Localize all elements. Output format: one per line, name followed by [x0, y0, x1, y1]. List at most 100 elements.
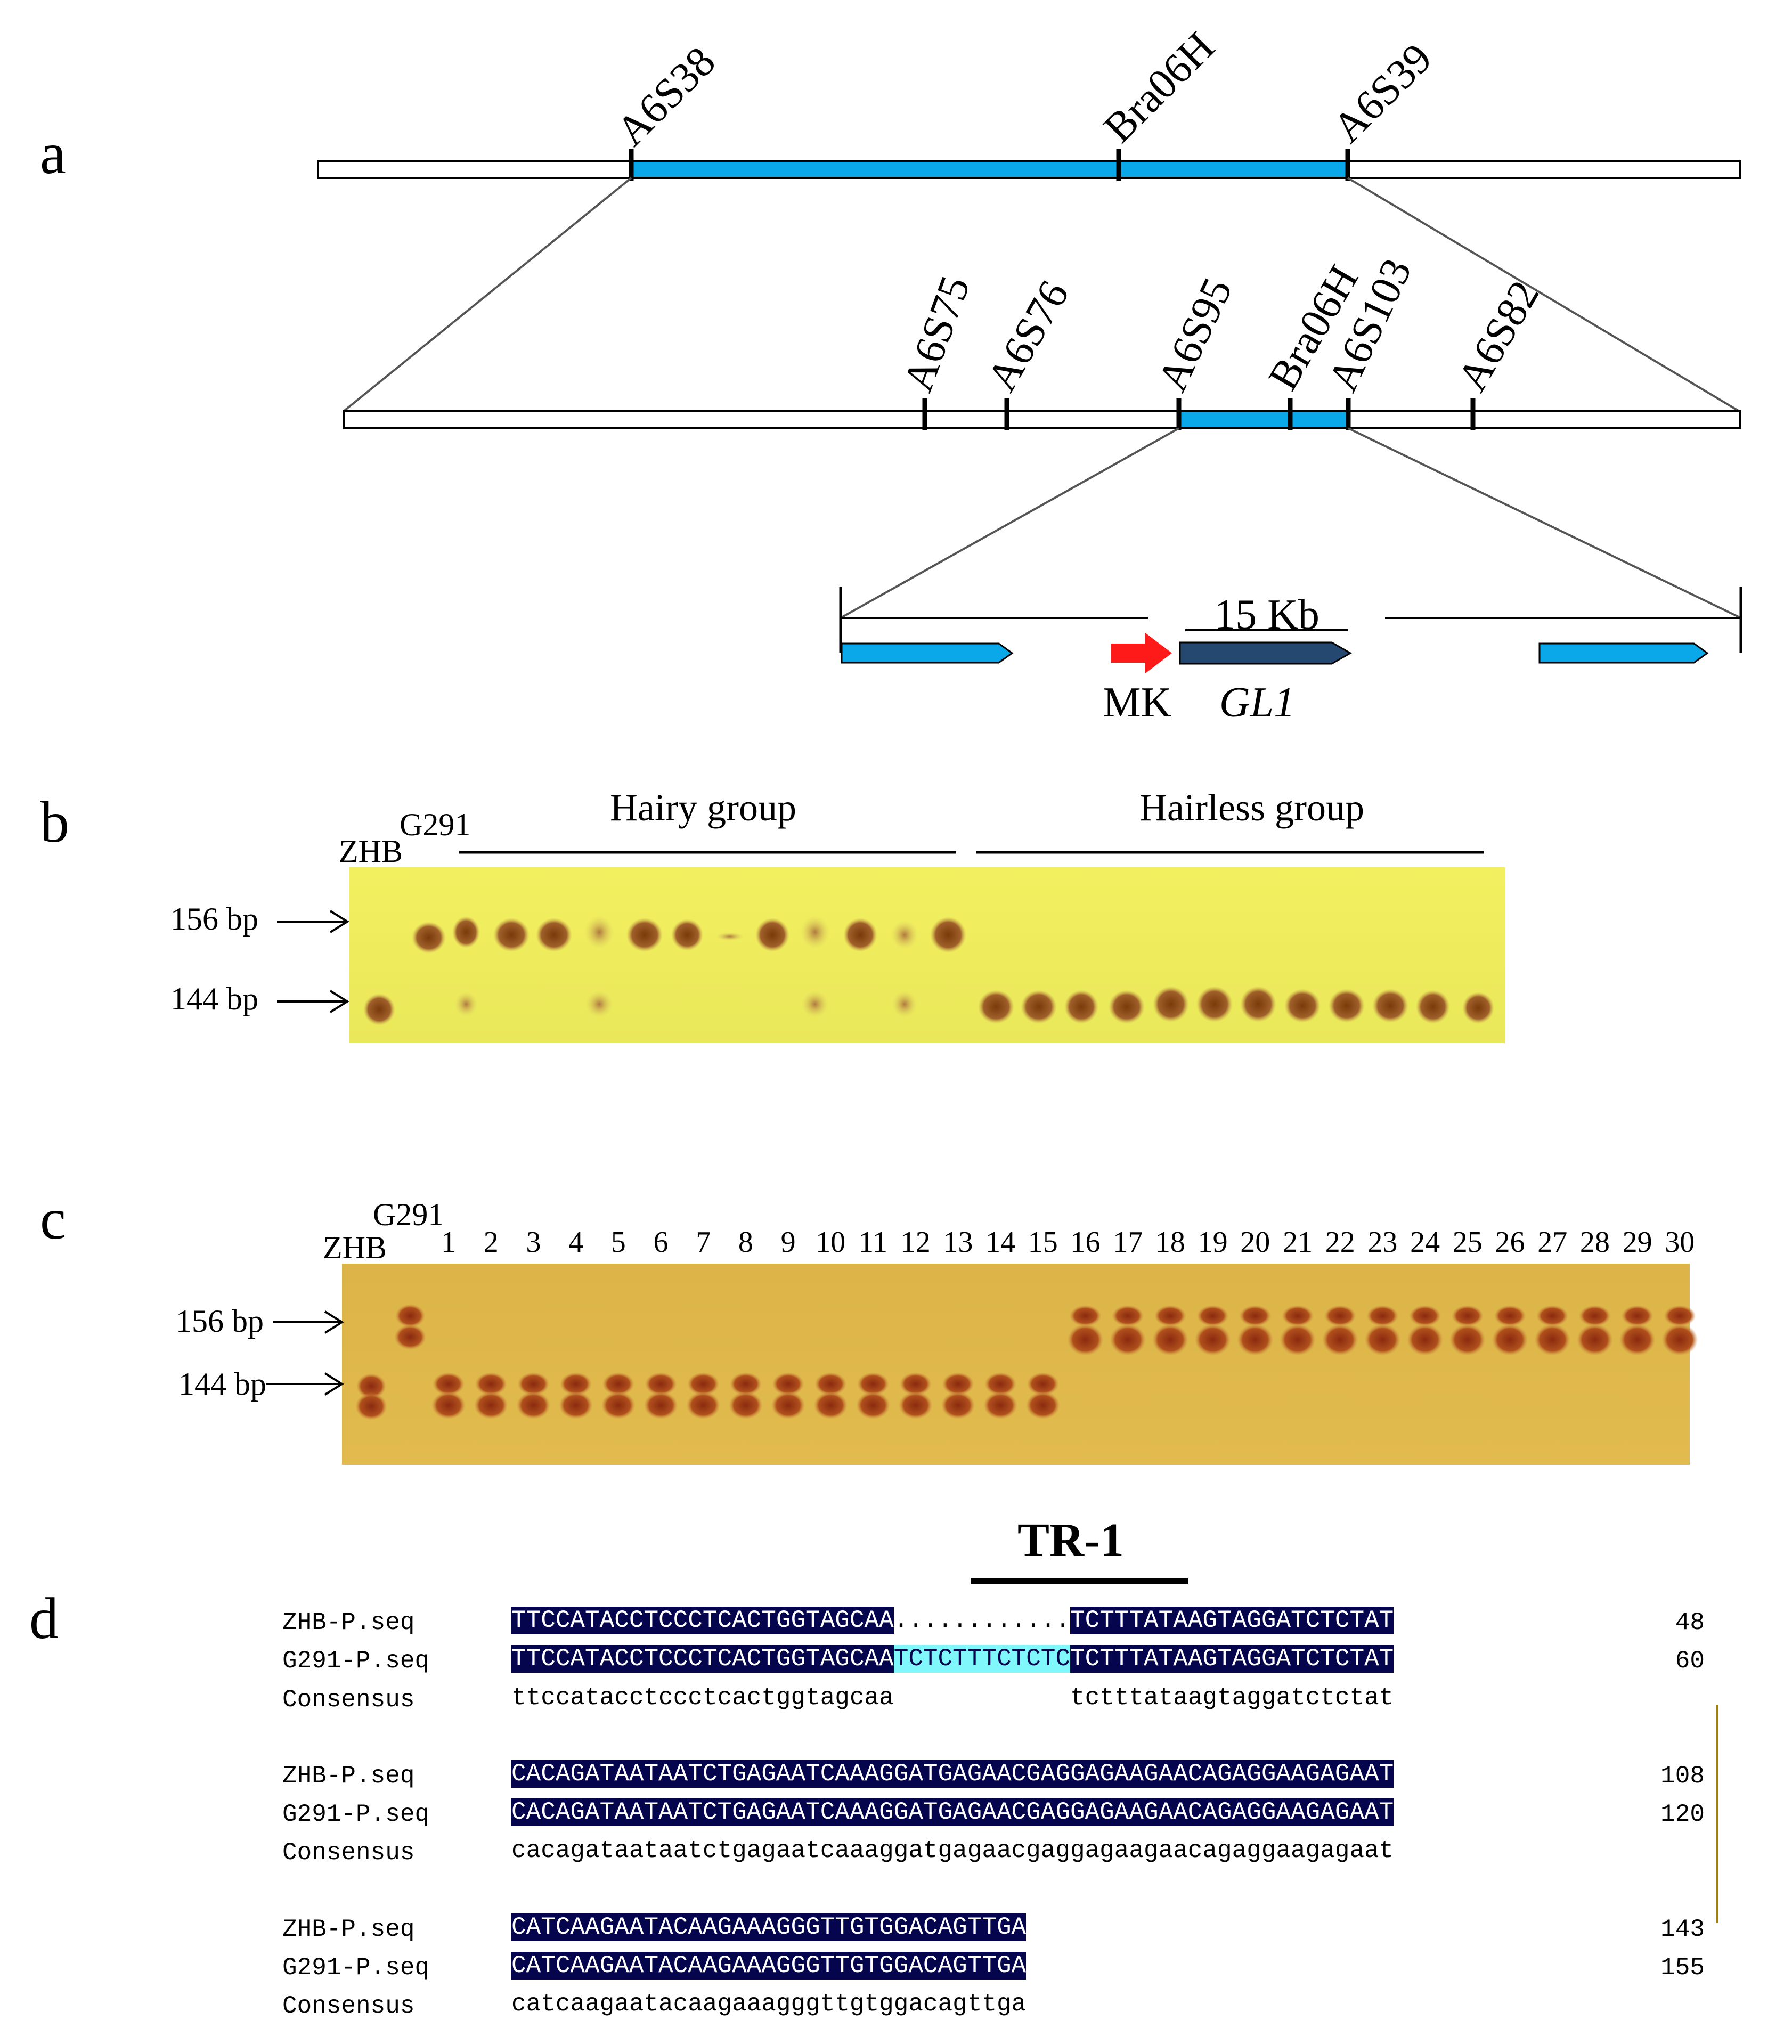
gel-band — [983, 1391, 1018, 1419]
gel-band — [984, 1372, 1017, 1396]
gel-band — [1664, 1305, 1696, 1326]
lane-label-zhb-c: ZHB — [323, 1230, 387, 1265]
gel-band — [1067, 1324, 1104, 1356]
lane-number-label: 17 — [1113, 1226, 1143, 1259]
lane-number-label: 28 — [1580, 1226, 1610, 1259]
gel-band — [728, 1391, 763, 1419]
panel-label-c: c — [40, 1186, 66, 1251]
seq-name-g291-1: G291-P.seq — [282, 1647, 430, 1675]
size-label-156-b: 156 bp — [170, 901, 258, 937]
lane-number-label: 24 — [1410, 1226, 1440, 1259]
gel-band — [898, 1391, 933, 1419]
gel-band — [1576, 1324, 1613, 1356]
gel-band — [1237, 1324, 1274, 1356]
gel-band — [1451, 1305, 1484, 1326]
seq-name-zhb-2: ZHB-P.seq — [282, 1762, 415, 1790]
gel-band — [1536, 1305, 1569, 1326]
seq-row-consensus-2: cacagataataatctgagaatcaaaggatgagaacgagga… — [511, 1837, 1394, 1864]
gel-band — [942, 1372, 974, 1396]
gel-band — [645, 1372, 677, 1396]
seq-row-zhb-3: CATCAAGAATACAAGAAAGGGTTGTGGACAGTTGA — [511, 1913, 1027, 1941]
seq-name-g291-2: G291-P.seq — [282, 1801, 430, 1828]
gel-band — [1152, 1324, 1188, 1356]
gel-band — [941, 1391, 975, 1419]
seq-row-consensus-3: catcaagaatacaagaaagggttgtggacagttga — [511, 1990, 1027, 2018]
mk-marker-arrow — [1111, 633, 1172, 673]
gel-band — [1280, 1324, 1316, 1356]
size-label-156-c: 156 bp — [176, 1304, 264, 1339]
hairy-group-label: Hairy group — [610, 786, 796, 829]
seq-row-consensus-1: ttccatacctccctcactggtagcaa tctttataagtag… — [511, 1684, 1394, 1712]
gel-band — [857, 1372, 889, 1396]
gel-band — [686, 1391, 721, 1419]
gel-band — [1322, 1324, 1358, 1356]
lane-number-label: 15 — [1028, 1226, 1058, 1259]
gl1-label: GL1 — [1219, 679, 1295, 726]
panel-a-genetic-map: A6S38 Bra06H A6S39 A6S75 A6S76 A6S95 Bra… — [317, 23, 1742, 726]
lane-number-label: 29 — [1623, 1226, 1652, 1259]
gel-band — [516, 1391, 551, 1419]
gel-band — [1154, 1305, 1186, 1326]
panel-label-b: b — [40, 789, 69, 854]
gel-band — [1619, 1324, 1656, 1356]
lane-number-label: 5 — [611, 1226, 626, 1259]
lane-label-g291-c: G291 — [373, 1197, 444, 1232]
lane-number-label: 16 — [1071, 1226, 1101, 1259]
lane-number-label: 12 — [901, 1226, 931, 1259]
gel-band — [813, 1391, 848, 1419]
gel-band — [772, 1372, 804, 1396]
mk-label: MK — [1103, 679, 1172, 726]
lane-number-label: 3 — [526, 1226, 541, 1259]
lane-number-label: 1 — [441, 1226, 456, 1259]
lane-number-label: 23 — [1367, 1226, 1397, 1259]
gel-band — [395, 1304, 425, 1328]
lane-number-label: 7 — [696, 1226, 711, 1259]
lane-number-label: 11 — [859, 1226, 887, 1259]
right-edge-line — [1716, 1705, 1718, 1923]
gene-arrow-right — [1538, 642, 1709, 664]
panel-label-a: a — [40, 121, 66, 186]
seq-name-zhb-3: ZHB-P.seq — [282, 1916, 415, 1943]
gel-band — [687, 1372, 720, 1396]
hairless-group-label: Hairless group — [1139, 786, 1364, 829]
gel-band — [431, 1391, 466, 1419]
gl1-gene-arrow — [1179, 641, 1353, 665]
panel-b-gel: ZHB G291 Hairy group Hairless group 156 … — [170, 786, 1505, 1043]
panel-label-d: d — [29, 1586, 59, 1651]
gel-band — [356, 1373, 386, 1399]
lane-number-label: 10 — [816, 1226, 845, 1259]
lane-number-label: 21 — [1283, 1226, 1313, 1259]
seq-num-zhb-2: 108 — [1660, 1762, 1705, 1790]
gel-band — [602, 1372, 634, 1396]
seq-num-zhb-1: 48 — [1675, 1609, 1705, 1636]
seq-row-zhb-2: CACAGATAATAATCTGAGAATCAAAGGATGAGAACGAGGA… — [511, 1760, 1394, 1788]
seq-name-consensus-1: Consensus — [282, 1686, 415, 1714]
size-label-144-b: 144 bp — [170, 981, 258, 1016]
seq-row-zhb-1: TTCCATACCTCCCTCACTGGTAGCAA............TC… — [511, 1607, 1394, 1634]
lane-number-label: 25 — [1453, 1226, 1483, 1259]
gel-band — [644, 1391, 678, 1419]
tr1-underline — [971, 1578, 1188, 1584]
seq-row-g291-3: CATCAAGAATACAAGAAAGGGTTGTGGACAGTTGA — [511, 1952, 1027, 1980]
lane-number-label: 4 — [568, 1226, 583, 1259]
gel-band — [474, 1391, 508, 1419]
seq-row-g291-2: CACAGATAATAATCTGAGAATCAAAGGATGAGAACGAGGA… — [511, 1798, 1394, 1826]
gel-band — [899, 1372, 932, 1396]
gel-band — [1409, 1305, 1441, 1326]
gel-band — [1366, 1305, 1399, 1326]
seq-name-zhb-1: ZHB-P.seq — [282, 1609, 415, 1636]
gel-band — [1282, 1305, 1314, 1326]
gel-band — [601, 1391, 636, 1419]
gel-band — [394, 1324, 426, 1350]
seq-num-g291-3: 155 — [1660, 1954, 1705, 1982]
lane-number-label: 14 — [985, 1226, 1015, 1259]
lane-number-label: 6 — [654, 1226, 669, 1259]
gel-c-background — [342, 1264, 1690, 1465]
gel-band — [1494, 1305, 1526, 1326]
lane-number-label: 22 — [1325, 1226, 1355, 1259]
lane-label-g291-b: G291 — [400, 807, 470, 842]
seq-row-g291-1: TTCCATACCTCCCTCACTGGTAGCAATCTCTTTCTCTCTC… — [511, 1645, 1394, 1673]
lane-number-label: 27 — [1537, 1226, 1567, 1259]
gel-band — [729, 1372, 762, 1396]
